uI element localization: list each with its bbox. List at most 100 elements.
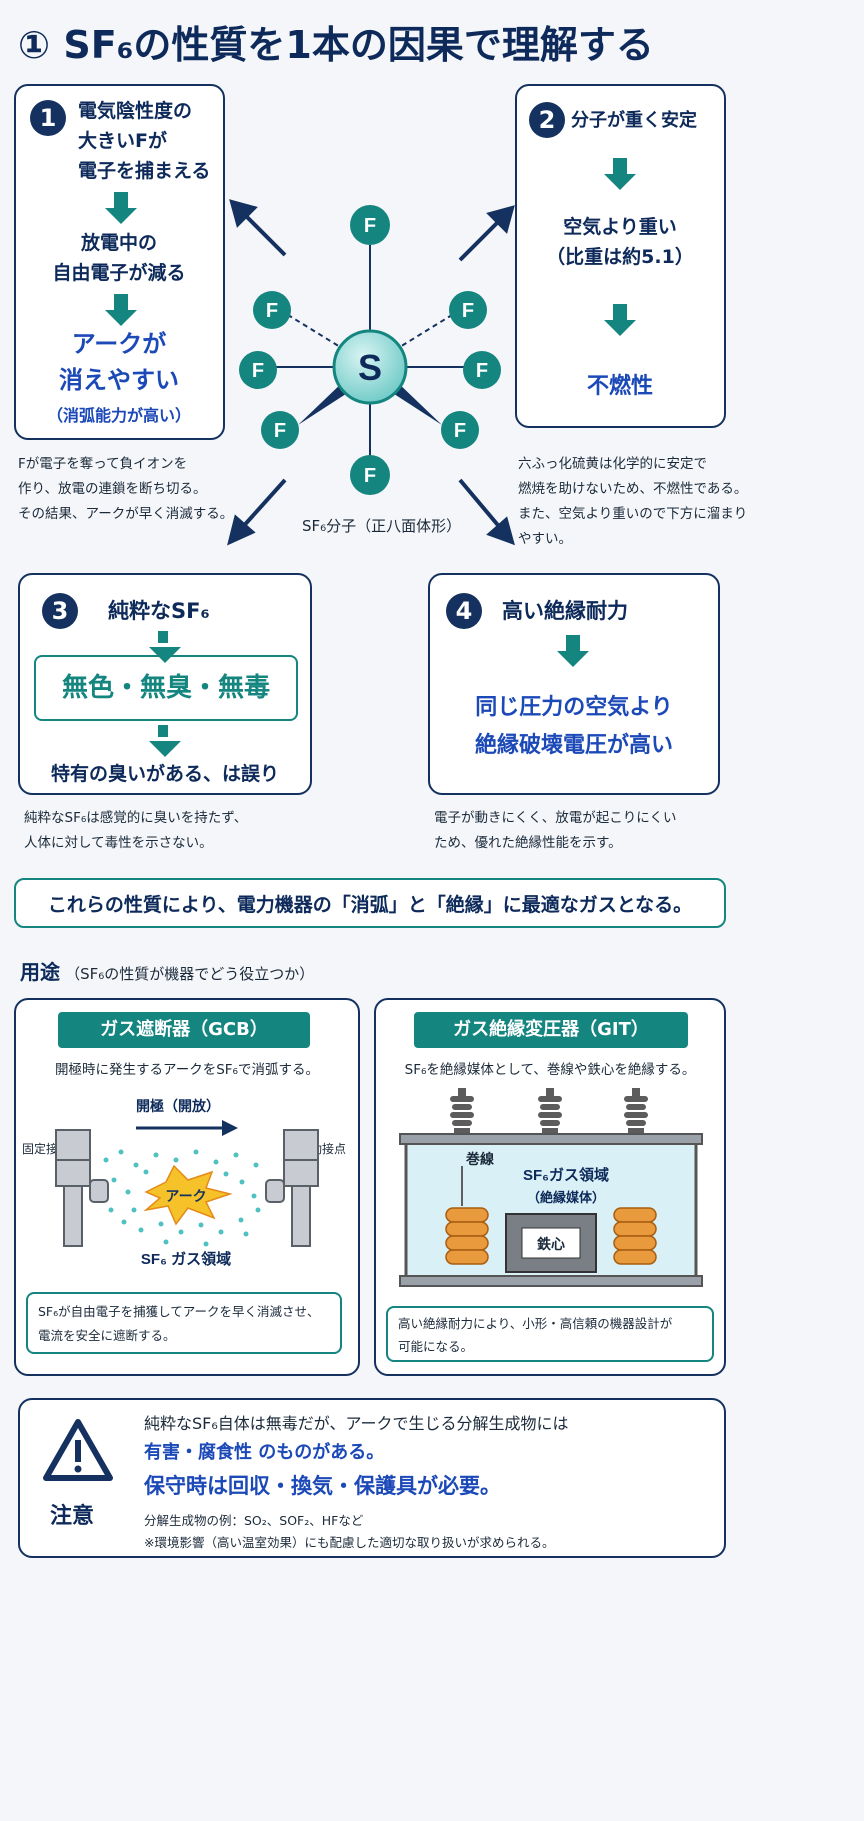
f-atom-label: F <box>454 420 466 442</box>
usage-heading: 用途 （SF₆の性質が機器でどう役立つか） <box>20 956 314 985</box>
box1-res2: 消えやすい <box>59 366 179 394</box>
down-arrow-icon <box>604 158 636 190</box>
caption-line: 作り、放電の連鎖を断ち切る。 <box>18 481 207 497</box>
box1-mid1: 放電中の <box>80 232 157 254</box>
warning-line2: 有害・腐食性 のものがある。 <box>144 1442 385 1463</box>
down-arrow-icon <box>149 631 181 663</box>
gcb-desc: 開極時に発生するアークをSF₆で消弧する。 <box>55 1062 319 1078</box>
warning-line5: ※環境影響（高い温室効果）にも配慮した適切な取り扱いが求められる。 <box>144 1535 555 1550</box>
box1-res1: アークが <box>71 330 167 358</box>
fluorine-atoms <box>239 205 501 495</box>
bushing-icons <box>450 1088 648 1138</box>
box2-mid1: 空気より重い <box>563 216 677 238</box>
box-dielectric-strength: 4 高い絶縁耐力 同じ圧力の空気より 絶縁破壊電圧が高い <box>428 573 720 795</box>
box4-res1: 同じ圧力の空気より <box>475 695 673 720</box>
gcb-title: ガス遮断器（GCB） <box>58 1012 310 1048</box>
box-pure-sf6: 3 純粋なSF₆ 無色・無臭・無毒 特有の臭いがある、は誤り <box>18 573 312 795</box>
git-panel: ガス絶縁変圧器（GIT） SF₆を絶縁媒体として、巻線や鉄心を絶縁する。 鉄心 … <box>374 998 726 1376</box>
caption-line: 電子が動きにくく、放電が起こりにくい <box>434 810 677 826</box>
box4-res2: 絶縁破壊電圧が高い <box>474 733 673 758</box>
f-atom-label: F <box>364 215 376 237</box>
box1-number: 1 <box>30 100 66 136</box>
down-arrow-icon <box>149 725 181 757</box>
caption-line: Fが電子を奪って負イオンを <box>18 456 188 472</box>
warning-panel: 注意 純粋なSF₆自体は無毒だが、アークで生じる分解生成物には 有害・腐食性 の… <box>18 1398 726 1558</box>
warning-line1: 純粋なSF₆自体は無毒だが、アークで生じる分解生成物には <box>144 1414 569 1433</box>
usage-sub: （SF₆の性質が機器でどう役立つか） <box>65 965 315 983</box>
gcb-gas-label: SF₆ ガス領域 <box>141 1250 231 1268</box>
git-desc: SF₆を絶縁媒体として、巻線や鉄心を絶縁する。 <box>404 1062 696 1078</box>
usage-head: 用途 <box>20 960 60 984</box>
warning-line4: 分解生成物の例：SO₂、SOF₂、HFなど <box>144 1513 364 1528</box>
down-arrow-icon <box>604 304 636 336</box>
open-arrow-icon <box>222 1120 238 1136</box>
winding-label: 巻線 <box>466 1151 494 1167</box>
direction-arrows <box>227 199 515 546</box>
box-electronegativity: 1 電気陰性度の 大きいFが 電子を捕まえる 放電中の 自由電子が減る アークが… <box>14 84 225 440</box>
gcb-note-line1: SF₆が自由電子を捕獲してアークを早く消滅させ、 <box>38 1304 320 1319</box>
git-title: ガス絶縁変圧器（GIT） <box>414 1012 688 1048</box>
caption-line: また、空気より重いので下方に溜まり <box>518 506 748 522</box>
down-arrow-icon <box>105 294 137 326</box>
core-label: 鉄心 <box>537 1236 565 1252</box>
moving-contact <box>265 1129 319 1247</box>
gcb-note: SF₆が自由電子を捕獲してアークを早く消滅させ、 電流を安全に遮断する。 <box>26 1292 342 1354</box>
sf6-molecule-diagram: F F F F F F F F S <box>227 199 515 546</box>
caption-line: 人体に対して毒性を示さない。 <box>24 835 213 851</box>
box1-line1: 電気陰性度の <box>78 100 193 122</box>
box3-number: 3 <box>42 593 78 629</box>
box4-caption: 電子が動きにくく、放電が起こりにくい ため、優れた絶縁性能を示す。 <box>434 806 676 856</box>
caption-line: やすい。 <box>518 531 572 547</box>
box2-res: 不燃性 <box>586 374 653 399</box>
box1-caption: Fが電子を奪って負イオンを 作り、放電の連鎖を断ち切る。 その結果、アークが早く… <box>18 452 233 527</box>
warning-line3: 保守時は回収・換気・保護具が必要。 <box>144 1474 501 1498</box>
down-arrow-icon <box>557 635 589 667</box>
gcb-open-label: 開極（開放） <box>136 1099 220 1115</box>
molecule-label: SF₆分子（正八面体形） <box>302 517 462 535</box>
box3-caption: 純粋なSF₆は感覚的に臭いを持たず、 人体に対して毒性を示さない。 <box>24 806 247 856</box>
title-number: ① <box>18 23 51 67</box>
box3-res: 特有の臭いがある、は誤り <box>50 763 279 785</box>
box1-line2: 大きいFが <box>78 130 167 152</box>
gcb-panel: ガス遮断器（GCB） 開極時に発生するアークをSF₆で消弧する。 開極（開放） … <box>14 998 360 1376</box>
box-heavy-stable: 2 分子が重く安定 空気より重い （比重は約5.1） 不燃性 <box>515 84 726 428</box>
box2-head: 分子が重く安定 <box>571 110 697 131</box>
page-title: ① SF₆の性質を1本の因果で理解する <box>18 14 654 69</box>
box1-line3: 電子を捕まえる <box>78 160 211 182</box>
box4-number: 4 <box>446 593 482 629</box>
box2-number: 2 <box>529 102 565 138</box>
warning-label: 注意 <box>50 1504 95 1529</box>
box1-res3: （消弧能力が高い） <box>46 406 191 425</box>
caption-line: 燃焼を助けないため、不燃性である。 <box>518 481 748 497</box>
box2-caption: 六ふっ化硫黄は化学的に安定で 燃焼を助けないため、不燃性である。 また、空気より… <box>518 452 747 552</box>
fixed-contact <box>55 1129 109 1247</box>
gcb-illustration: アーク SF₆ ガス領域 <box>55 1120 319 1268</box>
f-atom-label: F <box>274 420 286 442</box>
summary-banner: これらの性質により、電力機器の「消弧」と「絶縁」に最適なガスとなる。 <box>14 878 726 928</box>
f-atom-label: F <box>266 300 278 322</box>
gas-dots <box>103 1149 261 1247</box>
git-note-line2: 可能になる。 <box>398 1339 474 1354</box>
warning-triangle-icon <box>43 1419 113 1481</box>
f-atom-label: F <box>476 360 488 382</box>
box4-head: 高い絶縁耐力 <box>502 599 628 623</box>
arc-burst-icon <box>143 1164 233 1226</box>
git-gas-label: SF₆ガス領域 <box>523 1166 609 1184</box>
s-atom-label: S <box>358 347 382 388</box>
f-atom-label: F <box>462 300 474 322</box>
box2-mid2: （比重は約5.1） <box>546 246 694 268</box>
box1-mid2: 自由電子が減る <box>52 262 186 284</box>
sulfur-atom <box>332 329 408 405</box>
git-note-line1: 高い絶縁耐力により、小形・高信頼の機器設計が <box>398 1316 673 1331</box>
git-gas-sub: （絶縁媒体） <box>527 1190 605 1205</box>
box3-head: 純粋なSF₆ <box>108 599 210 623</box>
caption-line: 純粋なSF₆は感覚的に臭いを持たず、 <box>24 810 248 826</box>
gcb-note-line2: 電流を安全に遮断する。 <box>38 1328 176 1343</box>
caption-line: ため、優れた絶縁性能を示す。 <box>434 835 622 851</box>
f-atom-label: F <box>364 465 376 487</box>
down-arrow-icon <box>105 192 137 224</box>
caption-line: 六ふっ化硫黄は化学的に安定で <box>518 456 707 472</box>
caption-line: その結果、アークが早く消滅する。 <box>18 506 234 522</box>
git-illustration: 鉄心 巻線 SF₆ガス領域 （絶縁媒体） <box>399 1088 703 1287</box>
git-note: 高い絶縁耐力により、小形・高信頼の機器設計が 可能になる。 <box>386 1306 714 1362</box>
